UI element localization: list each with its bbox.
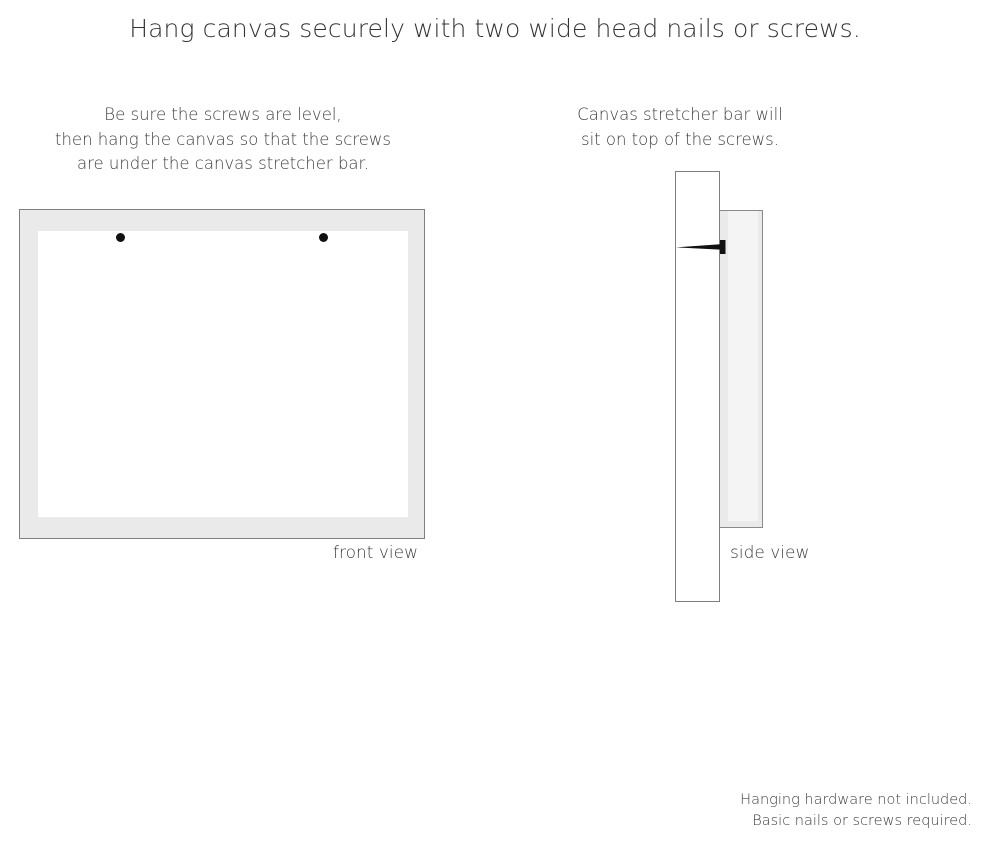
stretcher-bar-profile: [718, 210, 763, 528]
side-view-label: side view: [730, 543, 810, 563]
side-view-caption: Canvas stretcher bar will sit on top of …: [577, 105, 783, 149]
front-view-diagram: [19, 209, 425, 539]
wide-head-nail-icon: [676, 240, 726, 254]
front-view-label: front view: [333, 543, 418, 563]
screw-head-right-icon: [319, 233, 328, 242]
hardware-disclaimer: Hanging hardware not included. Basic nai…: [740, 792, 972, 829]
stretcher-bar-face: [728, 211, 758, 521]
side-view-diagram: [675, 171, 795, 611]
page-title: Hang canvas securely with two wide head …: [129, 14, 861, 43]
canvas-face-inner: [38, 231, 408, 517]
front-view-caption: Be sure the screws are level, then hang …: [55, 105, 391, 173]
screw-head-left-icon: [116, 233, 125, 242]
wall-profile: [675, 171, 720, 602]
